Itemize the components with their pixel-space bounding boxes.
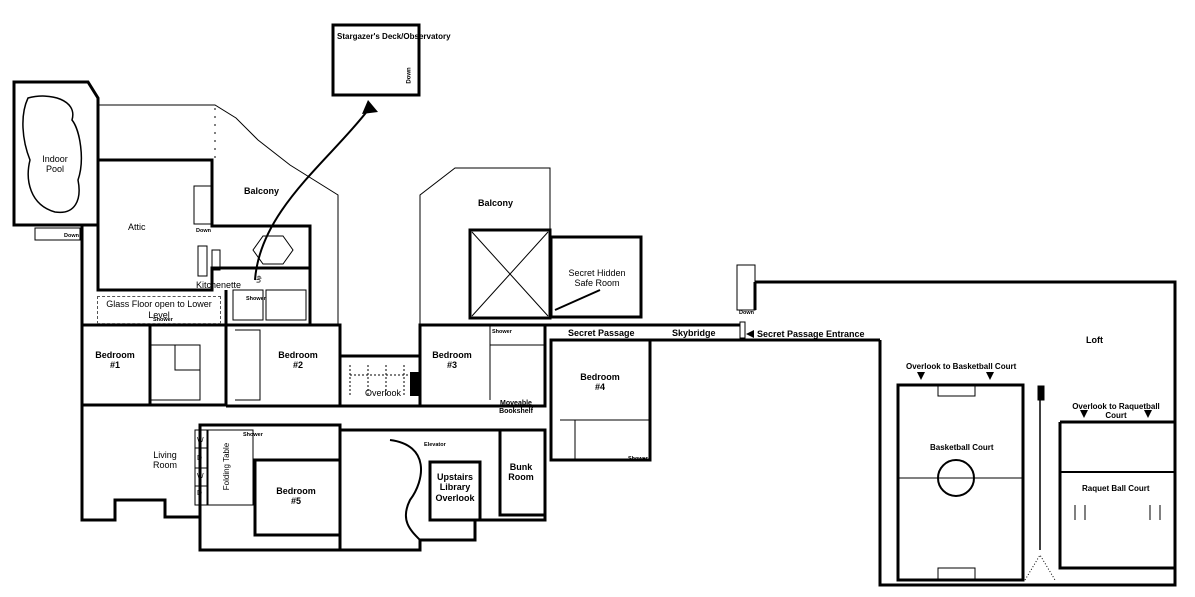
main-outline-left xyxy=(80,226,226,522)
overlook-raquetball-label: Overlook to Raquetball Court xyxy=(1072,402,1160,421)
elevator-label: Elevator xyxy=(424,442,446,448)
secret-passage-label: Secret Passage xyxy=(568,328,635,338)
center-circle xyxy=(937,459,975,497)
balcony-right-outline xyxy=(419,167,551,325)
loft-down-label: Down xyxy=(739,310,754,316)
hex-table xyxy=(252,235,294,265)
observatory-arrow xyxy=(254,109,369,281)
raquetball-court xyxy=(1058,420,1175,570)
kitchenette-label: Kitchenette xyxy=(196,280,242,290)
library-label: Upstairs Library Overlook xyxy=(435,472,475,503)
indoor-pool-label: Indoor Pool xyxy=(42,154,68,175)
safe-room-label: Secret Hidden Safe Room xyxy=(568,268,626,289)
shower-label-3: Shower xyxy=(492,329,512,335)
washer-label-1: W xyxy=(197,437,204,444)
secret-passage-entrance-label: Secret Passage Entrance xyxy=(757,329,865,339)
loft-label: Loft xyxy=(1086,335,1103,345)
bunk-room-label: Bunk Room xyxy=(508,462,534,483)
overlook-walls xyxy=(338,354,422,408)
loft-walls xyxy=(753,280,1177,587)
shower-label-1: Shower xyxy=(246,296,266,302)
shower-label-2: Shower xyxy=(153,317,173,323)
library-box xyxy=(428,460,482,522)
up-label: Up xyxy=(256,275,263,283)
shower-label-4: Shower xyxy=(243,432,263,438)
balcony-left-outline xyxy=(98,104,339,325)
basketball-court-label: Basketball Court xyxy=(930,443,994,452)
dryer-label-1: D xyxy=(197,455,203,462)
basketball-court xyxy=(896,383,1025,582)
pool-stairs xyxy=(34,227,81,241)
moveable-bookshelf-label: Moveable Bookshelf xyxy=(499,400,533,416)
spiral-stair xyxy=(389,439,422,541)
bedroom2-label: Bedroom #2 xyxy=(278,350,318,371)
balcony-left-label: Balcony xyxy=(244,186,280,196)
dryer-label-2: D xyxy=(197,490,203,497)
bedroom3-label: Bedroom #3 xyxy=(432,350,472,371)
shower-label-5: Shower xyxy=(628,456,648,462)
bedroom5-label: Bedroom #5 xyxy=(276,486,316,507)
balcony-right-label: Balcony xyxy=(478,198,514,208)
folding-table-label: Folding Table xyxy=(222,442,232,491)
x-box xyxy=(468,228,552,320)
bedroom4-label: Bedroom #4 xyxy=(580,372,620,393)
bedroom5-walls xyxy=(253,458,342,537)
pool-down-label: Down xyxy=(64,233,79,239)
lower-middle-walls xyxy=(198,423,547,552)
bedroom2-walls xyxy=(224,268,342,408)
observatory-room xyxy=(331,23,421,97)
washer-label-2: W xyxy=(197,473,204,480)
arrow-head xyxy=(362,100,378,114)
bedroom4-walls xyxy=(549,338,652,462)
corridor xyxy=(545,323,880,342)
bedroom1-label: Bedroom #1 xyxy=(95,350,135,371)
observatory-label: Stargazer's Deck/Observatory xyxy=(337,32,451,41)
attic-label: Attic xyxy=(128,222,146,232)
overlook-label: Overlook xyxy=(365,388,402,398)
observatory-down-label: Down xyxy=(406,67,413,84)
pool-basin xyxy=(22,95,83,214)
glass-floor-label: Glass Floor open to Lower Level xyxy=(97,296,221,324)
attic-down-label: Down xyxy=(196,228,211,234)
skybridge-label: Skybridge xyxy=(672,328,716,338)
raquetball-court-label: Raquet Ball Court xyxy=(1082,484,1150,493)
living-room-label: Living Room xyxy=(152,450,177,471)
overlook-basketball-label: Overlook to Basketball Court xyxy=(906,362,1017,371)
bunk-room-box xyxy=(498,428,547,517)
